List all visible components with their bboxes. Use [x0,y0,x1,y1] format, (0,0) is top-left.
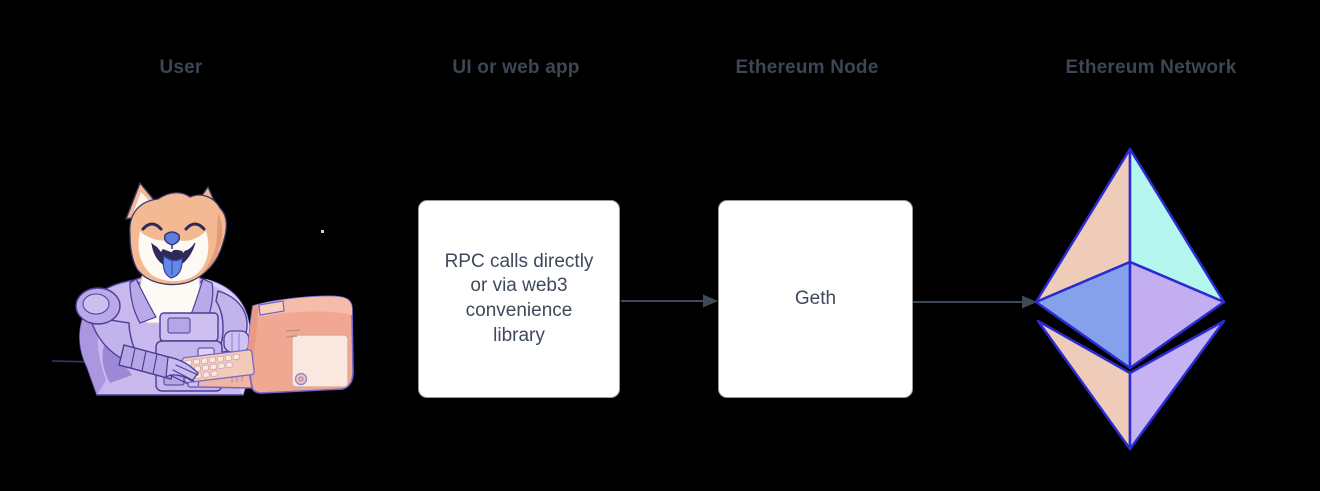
doge-head [124,181,228,286]
retro-computer-illustration [197,295,354,394]
arrow-ui-to-node [621,294,718,308]
ethereum-logo [1034,147,1226,451]
doge-nose [163,231,181,246]
doge-right-eye [184,222,206,231]
sparkle-dot [321,230,324,233]
computer-keyboard [181,349,255,384]
heading-ethereum-network: Ethereum Network [1065,57,1237,78]
heading-ui-or-web-app: UI or web app [452,57,580,78]
eth-face-bottom-right [1128,319,1226,451]
doge-tongue [162,254,183,279]
heading-user: User [159,57,203,78]
doge-astronaut-at-computer-illustration [51,181,354,396]
arrow-node-to-network [913,295,1037,309]
box-ethereum-node: Geth [718,200,913,398]
arrowhead-icon [1022,295,1037,309]
doge-left-eye [141,222,163,231]
heading-ethereum-node: Ethereum Node [735,57,879,78]
eth-face-mid-right [1128,260,1226,370]
doge-left-robotic-arm [75,287,199,385]
arrowhead-icon [703,294,718,308]
box-node-text: Geth [794,287,837,309]
